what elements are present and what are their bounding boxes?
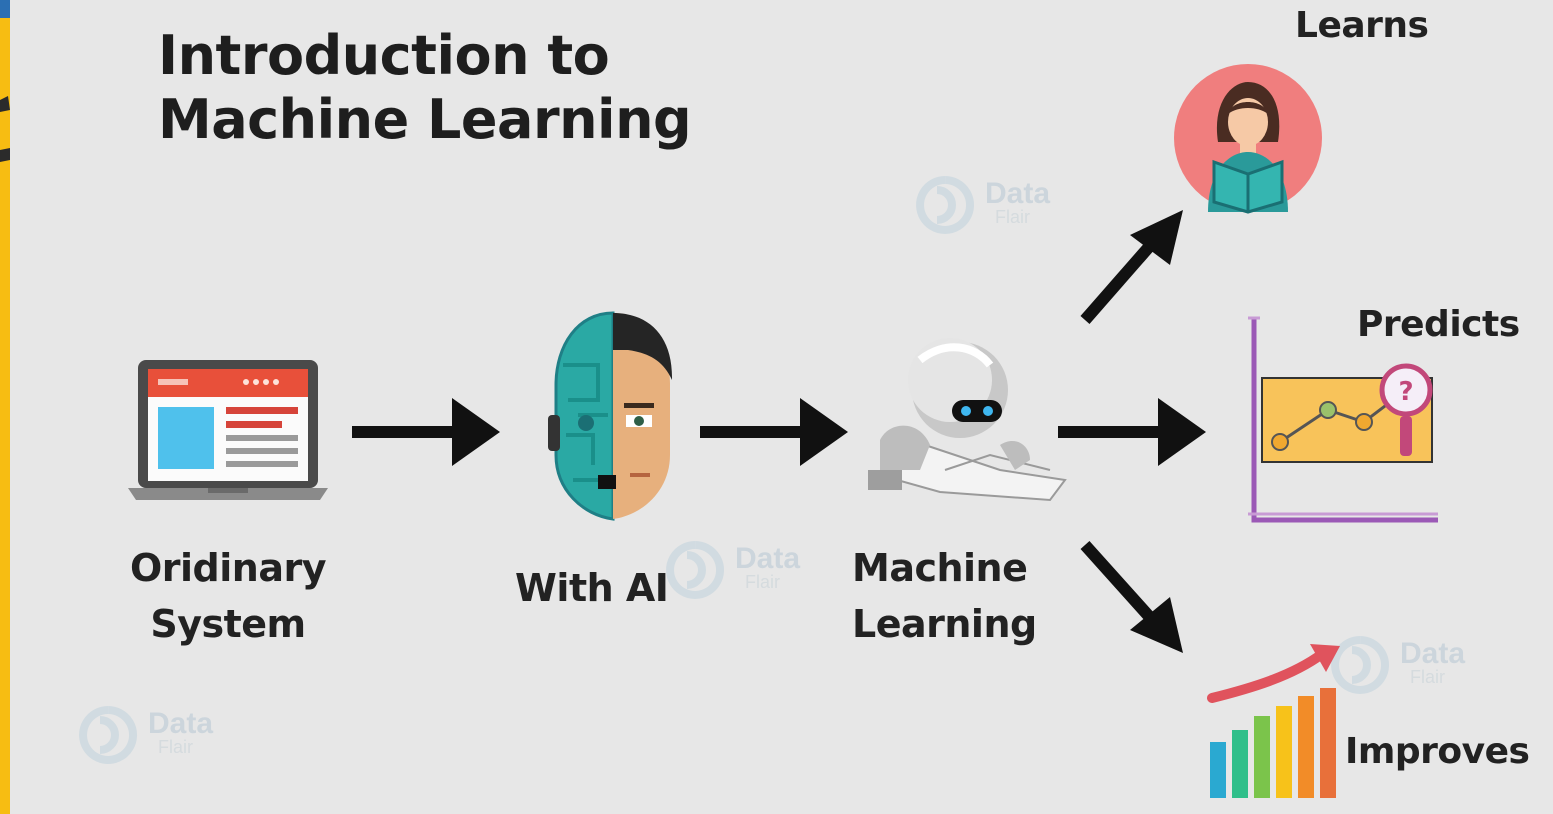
growth-bars-icon xyxy=(1207,644,1340,798)
watermark-bottom-right-line2: Flair xyxy=(1410,667,1445,687)
outcome-label-predicts: Predicts xyxy=(1357,304,1520,345)
prediction-chart-icon: ? xyxy=(1248,316,1438,523)
watermark-bottom-right: Data Flair xyxy=(1330,625,1510,709)
ordinary-line-1: Oridinary xyxy=(129,546,327,590)
ordinary-line-2: System xyxy=(150,602,306,646)
watermark-bottom-left: Data Flair xyxy=(78,695,258,779)
svg-text:?: ? xyxy=(1398,377,1413,407)
diagram-panel: Data Flair Data Flair Data Flair Data Fl… xyxy=(10,0,1553,814)
arrow-up-right-icon xyxy=(1080,210,1183,324)
laptop-icon xyxy=(128,360,328,500)
diagram-title: Introduction to Machine Learning xyxy=(158,24,858,152)
watermark-middle: Data Flair xyxy=(665,530,845,614)
arrow-right-icon xyxy=(1058,398,1206,466)
watermark-middle-line2: Flair xyxy=(745,572,780,592)
ml-line-1: Machine xyxy=(852,546,1028,590)
watermark-top-line2: Flair xyxy=(995,207,1030,227)
watermark-bottom-right-line1: Data xyxy=(1400,637,1465,670)
watermark-middle-line1: Data xyxy=(735,542,800,575)
person-reading-icon xyxy=(1174,64,1322,214)
ml-line-2: Learning xyxy=(852,602,1037,646)
arrow-right-icon xyxy=(352,398,500,466)
outcome-label-improves: Improves xyxy=(1345,731,1530,772)
watermark-bottom-left-line1: Data xyxy=(148,707,213,740)
watermark-bottom-left-line2: Flair xyxy=(158,737,193,757)
arrow-right-icon xyxy=(700,398,848,466)
watermark-top: Data Flair xyxy=(915,165,1095,249)
outcome-label-learns: Learns xyxy=(1295,5,1429,46)
node-label-ordinary: Oridinary System xyxy=(108,540,348,652)
arrow-down-right-icon xyxy=(1080,540,1183,653)
reading-robot-icon xyxy=(868,338,1067,502)
title-line-2: Machine Learning xyxy=(158,88,692,151)
node-label-with-ai: With AI xyxy=(515,566,669,610)
watermark-top-line1: Data xyxy=(985,177,1050,210)
title-line-1: Introduction to xyxy=(158,24,610,87)
node-label-ml: Machine Learning xyxy=(852,540,1037,652)
half-robot-face-icon xyxy=(548,311,673,521)
